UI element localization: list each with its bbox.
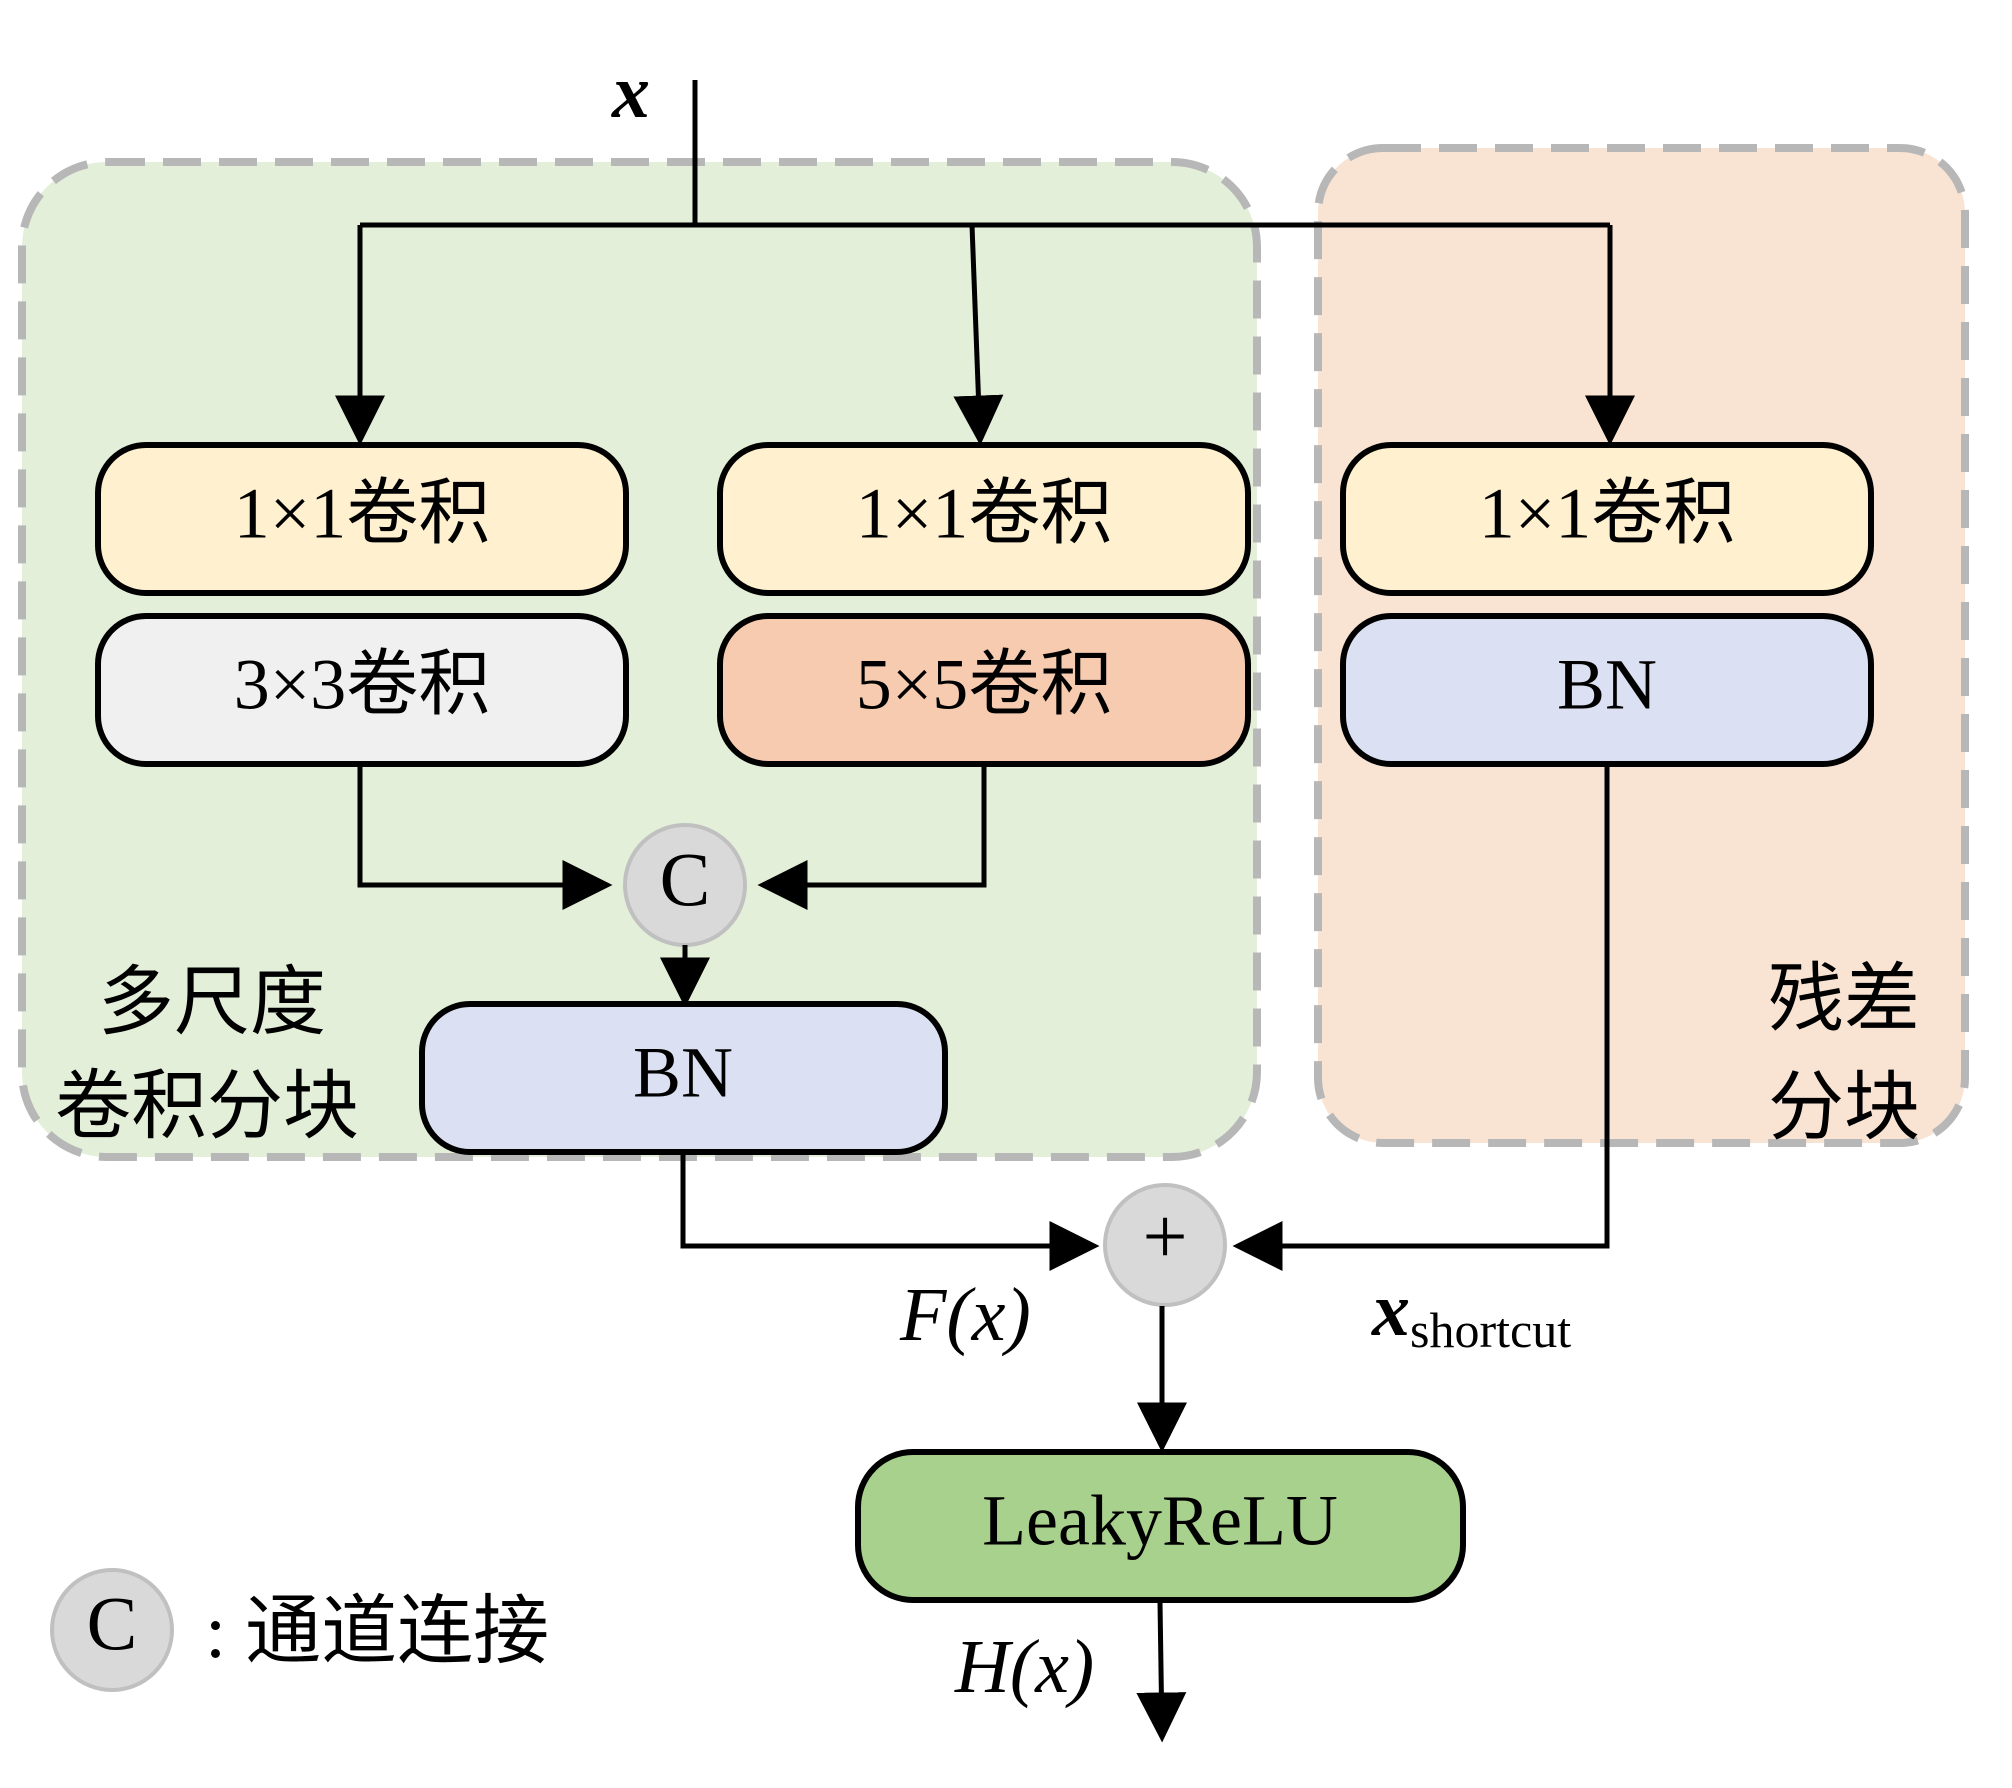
residual-conv1-box	[1340, 442, 1874, 596]
branch2-conv1-label: 1×1卷积	[856, 474, 1113, 554]
branch1-conv2-label: 3×3卷积	[234, 645, 491, 725]
legend-concat-circle	[50, 1568, 174, 1692]
input-label: x	[611, 50, 650, 134]
residual-bn-box	[1340, 613, 1874, 767]
activation-box	[855, 1449, 1466, 1603]
legend: C : 通道连接	[50, 1568, 549, 1692]
shortcut-label-main: x	[1371, 1268, 1410, 1352]
branch2-conv2-box	[717, 613, 1251, 767]
legend-concat-symbol: C	[87, 1582, 138, 1666]
residual-bn-label: BN	[1557, 645, 1657, 725]
branch1-conv1-box	[95, 442, 629, 596]
arrow-bn-to-add	[680, 1154, 1100, 1271]
multiscale-group-bg	[18, 158, 1261, 1161]
bn-main: BN	[419, 1001, 948, 1155]
arrow-residual-to-add	[1232, 766, 1610, 1271]
activation: LeakyReLU	[855, 1449, 1466, 1603]
branch2-conv1-box	[717, 442, 1251, 596]
output-arrow	[1136, 1601, 1187, 1743]
activation-label: LeakyReLU	[982, 1481, 1338, 1561]
bn-main-box	[419, 1001, 948, 1155]
residual-group-label-line1: 残差	[1768, 958, 1920, 1042]
branch1-conv2-box	[95, 613, 629, 767]
multiscale-group-label-line2: 卷积分块	[55, 1065, 359, 1149]
legend-text: : 通道连接	[205, 1590, 549, 1674]
residual-conv1-label: 1×1卷积	[1479, 474, 1736, 554]
branch2: 1×1卷积 5×5卷积	[717, 442, 1251, 767]
arrow-to-branch2	[953, 224, 1004, 446]
branch1-conv1-label: 1×1卷积	[234, 474, 491, 554]
hx-label: H(x)	[954, 1625, 1094, 1709]
multiscale-conv-group	[18, 158, 1261, 1161]
concat-node: C	[623, 823, 747, 947]
branch2-conv2-label: 5×5卷积	[856, 645, 1113, 725]
arrow-branch1-to-concat	[357, 766, 613, 910]
shortcut-label: xshortcut	[1371, 1268, 1571, 1358]
shortcut-label-sub: shortcut	[1410, 1302, 1571, 1358]
multiscale-group-label-line1: 多尺度	[98, 961, 326, 1045]
arrow-branch2-to-concat	[757, 766, 987, 910]
add-node: +	[1103, 1183, 1227, 1307]
residual-group-label-line2: 分块	[1768, 1066, 1920, 1150]
bn-main-label: BN	[633, 1033, 733, 1113]
residual-branch: 1×1卷积 BN	[1340, 442, 1874, 767]
fx-label: F(x)	[899, 1273, 1031, 1357]
concat-symbol: C	[660, 838, 711, 922]
branch1: 1×1卷积 3×3卷积	[95, 442, 629, 767]
add-circle	[1103, 1183, 1227, 1307]
add-symbol: +	[1142, 1193, 1187, 1281]
